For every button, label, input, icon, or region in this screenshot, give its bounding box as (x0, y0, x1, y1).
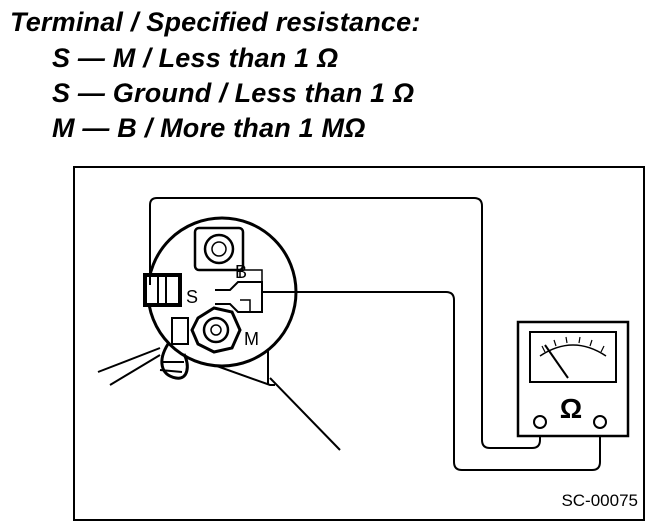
meter-dial (529, 331, 617, 383)
starter-body (109, 354, 275, 386)
meter-probe-left (533, 415, 547, 429)
spec-line-s-ground: S — Ground / Less than 1 Ω (52, 78, 415, 108)
lead-wire (160, 343, 189, 380)
spec-line-s-m: S — M / Less than 1 Ω (52, 43, 339, 73)
label-m: M (244, 329, 259, 349)
lead-wire-m (262, 291, 601, 471)
terminal-b-bolt (203, 233, 235, 265)
meter-probe-right (593, 415, 607, 429)
spec-line-m-b: M — B / More than 1 MΩ (52, 113, 366, 143)
diagram-frame (73, 166, 645, 521)
spec-title: Terminal / Specified resistance: (10, 7, 421, 37)
solenoid-linkage (215, 281, 263, 313)
lead-terminal (171, 317, 189, 345)
label-b: B (235, 262, 247, 282)
meter-needle (544, 344, 569, 379)
meter-scale (539, 344, 607, 357)
terminal-m-nut (190, 306, 242, 354)
figure-code: SC-00075 (561, 491, 638, 510)
meter-ohm-symbol: Ω (560, 393, 582, 424)
starter-housing-line (269, 377, 341, 451)
label-s: S (186, 287, 198, 307)
lead-wire-s (149, 197, 541, 449)
